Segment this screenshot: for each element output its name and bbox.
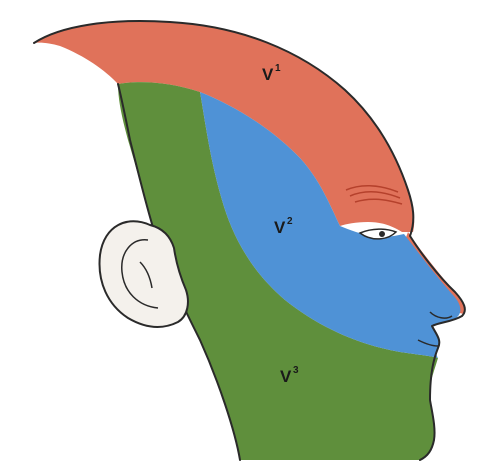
v2-sup: 2 <box>287 216 293 227</box>
v2-label: V <box>274 218 286 237</box>
v3-sup: 3 <box>293 365 299 376</box>
v1-sup: 1 <box>275 63 281 74</box>
v1-label: V <box>262 65 274 84</box>
pupil <box>379 231 385 237</box>
v3-label: V <box>280 367 292 386</box>
